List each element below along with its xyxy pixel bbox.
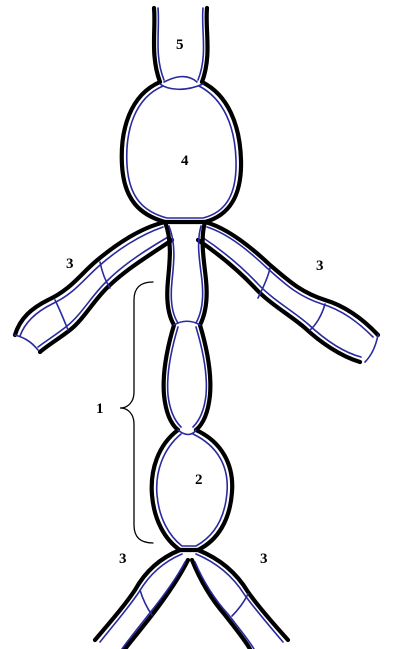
label-top-vessel: 5 [176,37,184,53]
label-upper-right-branch: 3 [316,258,324,274]
upper-right-branch [198,222,378,362]
brace-1 [120,282,153,543]
label-upper-left-branch: 3 [66,256,74,272]
lower-bulb [152,430,233,550]
label-middle-brace: 1 [96,401,104,417]
label-lower-right-branch: 3 [260,551,268,567]
label-lower-bulb: 2 [195,472,203,488]
upper-left-branch [15,222,172,352]
label-lower-left-branch: 3 [119,551,127,567]
label-upper-bulb: 4 [181,153,189,169]
upper-bulb [122,77,241,222]
middle-chain [164,222,211,430]
